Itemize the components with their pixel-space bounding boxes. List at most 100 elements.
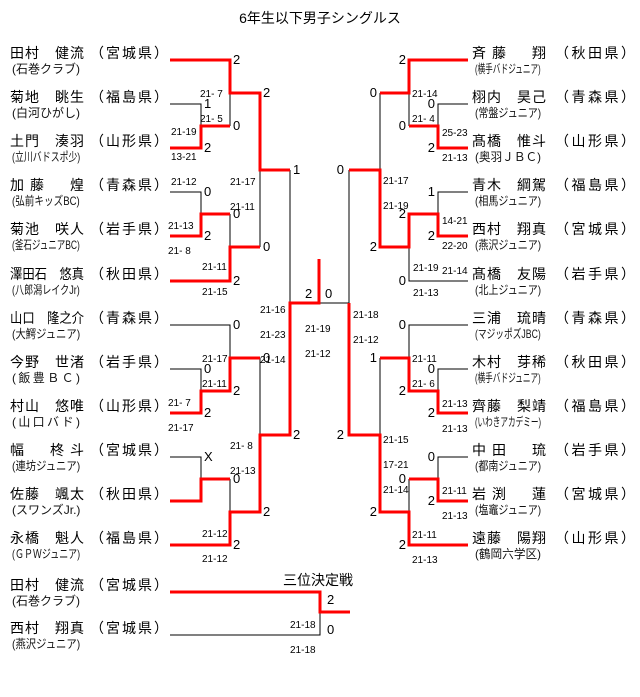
player-prefecture: （岩手県） [90, 221, 168, 237]
player-name: 佐藤 颯太 [10, 486, 84, 502]
game-score: 21- 7 [168, 398, 191, 410]
game-count: 2 [293, 427, 301, 442]
player-name: 遠藤 陽翔 [472, 530, 546, 546]
game-count: 2 [369, 504, 377, 519]
game-score: 21-13 [442, 399, 468, 411]
player-name: 澤田石 悠真 [10, 266, 84, 282]
player-club: (ＧＰＷジュニア) [12, 547, 81, 561]
player-club: (大鰐ジュニア) [12, 327, 81, 341]
player-prefecture: （福島県） [555, 177, 635, 193]
player-name: 今野 世渚 [10, 354, 84, 370]
game-count: 2 [204, 405, 212, 420]
game-count: 2 [233, 52, 241, 67]
game-scores: 21-15 17-21 21-14 [383, 421, 409, 511]
player-club: (スワンズJr.) [12, 503, 81, 517]
winner-path [170, 212, 230, 238]
player-club: (相馬ジュニア) [475, 194, 542, 208]
game-count: 2 [427, 140, 435, 155]
player-prefecture: （山形県） [555, 133, 635, 149]
game-scores: 21-18 21-12 [353, 296, 379, 362]
game-count: 2 [336, 427, 344, 442]
game-count: 2 [327, 592, 335, 607]
game-score: 21-14 [412, 89, 438, 101]
game-score: 21-13 [413, 288, 439, 299]
player-club: (常盤ジュニア) [475, 106, 542, 120]
player-club: (弘前キッズBC) [12, 194, 80, 208]
bracket-line [170, 456, 202, 479]
player-name: 村山 悠唯 [10, 398, 84, 414]
page-title: 6年生以下男子シングルス [239, 10, 401, 26]
player-name: 青木 綱駕 [472, 177, 546, 193]
game-count: 1 [369, 350, 377, 365]
player-club: (飯豊ＢＣ) [12, 371, 80, 385]
final-game-count: 0 [325, 286, 333, 301]
player-club: (燕沢ジュニア) [475, 238, 542, 252]
player-name: 幅 柊斗 [10, 442, 84, 458]
bracket-line [437, 103, 468, 126]
game-count: 0 [427, 449, 435, 464]
player-prefecture: （秋田県） [555, 354, 635, 370]
player-club: (塩竈ジュニア) [475, 503, 542, 517]
game-count: 0 [427, 361, 435, 376]
player-prefecture: （青森県） [555, 310, 635, 326]
winner-path [170, 245, 260, 283]
game-score: 21-13 [442, 511, 468, 522]
player-name: 髙橋 惟斗 [472, 133, 546, 149]
game-count: 2 [427, 228, 435, 243]
game-count: 0 [263, 350, 271, 365]
game-scores: 21-18 21-18 [290, 606, 316, 672]
player-club: (奥羽ＪＢＣ) [475, 150, 541, 164]
game-score: 21-19 [305, 324, 331, 336]
game-count: 2 [398, 537, 406, 552]
player-prefecture: （山形県） [90, 398, 168, 414]
bracket-line [408, 324, 468, 358]
game-scores: 21-16 21-23 21-14 [260, 291, 286, 381]
player-club: (横手バドジュニア) [475, 62, 541, 76]
game-count: 0 [327, 622, 335, 637]
game-count: 0 [204, 184, 212, 199]
player-name: 木村 芽稀 [472, 354, 546, 370]
game-score: 21-17 [230, 177, 256, 189]
game-count: 2 [263, 504, 271, 519]
game-count: 2 [204, 228, 212, 243]
game-scores: 21-11 21-13 [442, 472, 468, 538]
game-count: 0 [398, 273, 406, 288]
game-scores: 21-17 21-11 [230, 163, 256, 229]
game-count: 0 [336, 162, 344, 177]
game-count: 0 [398, 317, 406, 332]
game-count: 0 [369, 85, 377, 100]
third-place-label: 三位決定戦 [283, 572, 353, 588]
player-prefecture: （青森県） [90, 177, 168, 193]
game-scores: 21-12 21-12 [202, 515, 228, 581]
game-score: 21-11 [412, 530, 437, 542]
player-name: 三浦 琉晴 [472, 310, 546, 326]
game-count: 0 [204, 361, 212, 376]
game-count: 2 [233, 273, 241, 288]
game-score: 21- 7 [200, 89, 223, 101]
game-count: 1 [204, 96, 212, 111]
game-score: 21-19 [383, 201, 409, 212]
player-club: (立川バドスポ少) [12, 150, 81, 164]
winner-path [349, 168, 468, 249]
game-scores: 21-13 21- 8 [168, 207, 194, 273]
game-score: 21- 6 [412, 379, 435, 390]
player-club: (いわきアカデミー) [475, 415, 541, 429]
player-name: 岩渕 蓮 [472, 486, 546, 502]
player-club: (石巻クラブ) [12, 62, 80, 76]
game-scores: 21-17 21-11 [202, 340, 228, 406]
player-club: (マジッポズJBC) [475, 327, 541, 341]
player-name: 菊地 眺生 [10, 89, 84, 105]
game-score: 21- 8 [168, 246, 191, 257]
game-score: 21-23 [260, 330, 286, 341]
player-club: (白河ひがし) [12, 106, 80, 120]
player-prefecture: （宮城県） [555, 221, 635, 237]
game-scores: 21- 7 21-17 [168, 384, 194, 450]
player-club: (八郎潟レイクJr) [12, 283, 80, 297]
game-scores: 21-13 21-13 [442, 385, 468, 451]
player-name: 永橋 魁人 [10, 530, 84, 546]
game-count: 1 [427, 184, 435, 199]
game-scores: 21- 7 21- 5 [200, 75, 223, 141]
final-game-count: 2 [305, 286, 313, 301]
winner-path [347, 303, 468, 547]
game-score: 22-20 [442, 241, 468, 252]
